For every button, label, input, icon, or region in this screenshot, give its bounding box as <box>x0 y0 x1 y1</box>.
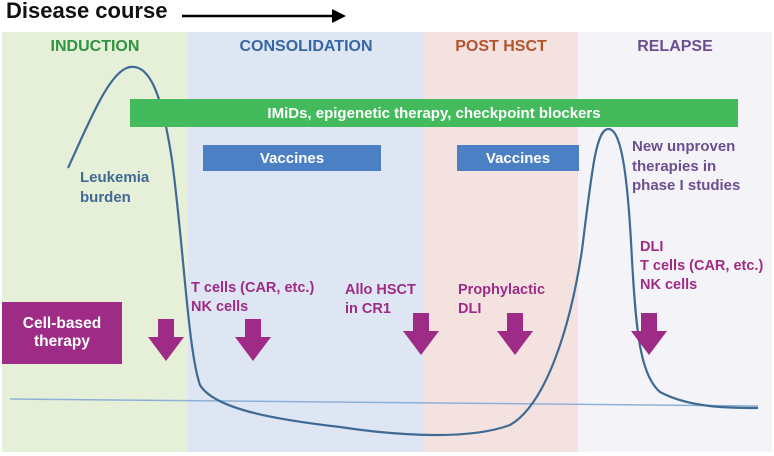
consolidation-cells-label: T cells (CAR, etc.)NK cells <box>191 280 315 315</box>
imids-therapy-bar: IMiDs, epigenetic therapy, checkpoint bl… <box>130 99 738 127</box>
vaccines-bar-consolidation: Vaccines <box>203 145 381 171</box>
page-title: Disease course <box>6 0 168 23</box>
down-arrow-relapse-icon <box>631 313 667 355</box>
baseline-line <box>9 398 759 407</box>
down-arrow-induction-icon <box>148 319 184 361</box>
phase-label-consolidation: CONSOLIDATION <box>239 38 373 55</box>
phase-label-relapse: RELAPSE <box>637 38 713 55</box>
down-arrow-consolidation-icon <box>235 319 271 361</box>
vaccines-bar-post-hsct: Vaccines <box>457 145 579 171</box>
timeline-arrow <box>182 9 346 23</box>
phase-label-post-hsct: POST HSCT <box>455 38 547 55</box>
phase-label-induction: INDUCTION <box>50 38 140 55</box>
down-arrow-allo-hsct-icon <box>403 313 439 355</box>
down-arrow-prophylactic-icon <box>497 313 533 355</box>
burden-curve-path <box>67 65 759 437</box>
